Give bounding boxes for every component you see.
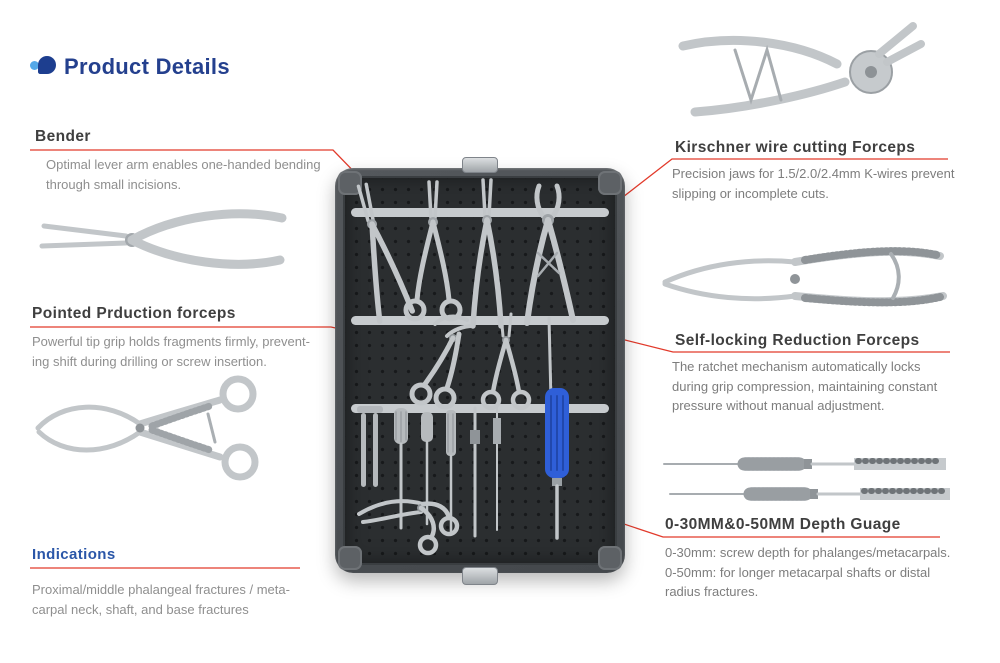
depth-gauge-title: 0-30MM&0-50MM Depth Guage bbox=[665, 516, 901, 533]
kirschner-forceps-image bbox=[678, 22, 925, 117]
kirschner-title: Kirschner wire cutting Forceps bbox=[675, 139, 916, 156]
self-locking-forceps-image bbox=[662, 247, 947, 307]
brand-dot-light bbox=[30, 61, 39, 70]
tray-corner-guard bbox=[598, 546, 622, 570]
brand-dot-dark bbox=[38, 56, 56, 74]
tray-perforated-base bbox=[343, 176, 617, 565]
tray-instruments-image bbox=[351, 178, 609, 556]
indications-title: Indications bbox=[32, 546, 116, 563]
bender-title: Bender bbox=[35, 128, 91, 145]
bender-pliers-image bbox=[39, 209, 287, 269]
tray-top-latch bbox=[462, 157, 498, 173]
self-locking-description: The ratchet mechanism automatically lock… bbox=[672, 359, 938, 413]
page-title: Product Details bbox=[64, 54, 230, 79]
kirschner-description: Precision jaws for 1.5/2.0/2.4mm K-wires… bbox=[672, 166, 955, 201]
bender-description: Optimal lever arm enables one-handed ben… bbox=[46, 157, 321, 192]
instrument-tray bbox=[335, 157, 625, 585]
self-locking-title: Self-locking Reduction Forceps bbox=[675, 332, 920, 349]
indications-description: Proximal/middle phalangeal fractures / m… bbox=[32, 582, 290, 617]
tray-corner-guard bbox=[598, 171, 622, 195]
pointed-forceps-title: Pointed Prduction forceps bbox=[32, 305, 236, 322]
depth-gauge-description: 0-30mm: screw depth for phalanges/metaca… bbox=[665, 545, 951, 599]
tray-corner-guard bbox=[338, 546, 362, 570]
depth-gauge-image bbox=[663, 457, 950, 501]
tray-bottom-latch bbox=[462, 567, 498, 585]
pointed-forceps-description: Powerful tip grip holds fragments firmly… bbox=[32, 334, 310, 369]
pointed-forceps-image bbox=[35, 375, 259, 481]
brand-dot-icon bbox=[30, 55, 60, 75]
